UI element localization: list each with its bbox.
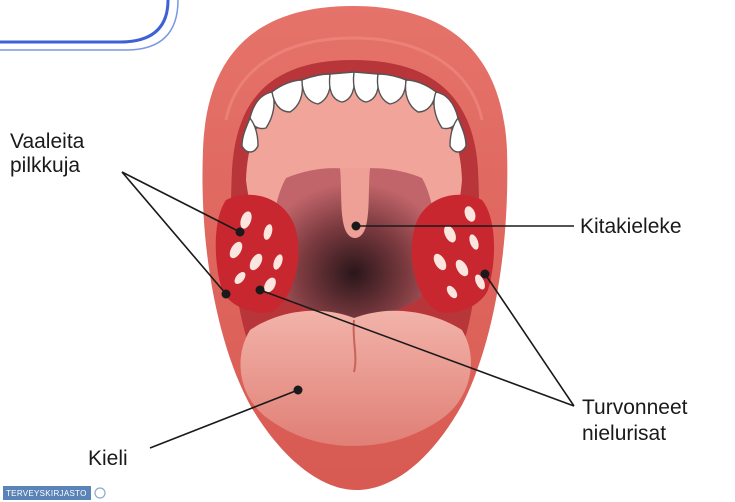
label-tonsils-line1: Turvonneet bbox=[582, 396, 688, 419]
label-spots-line2: pilkkuja bbox=[10, 154, 80, 177]
right-tonsil bbox=[411, 195, 494, 313]
label-tonsils-line2: nielurisat bbox=[582, 422, 666, 445]
logo-text: TERVEYSKIRJASTO bbox=[6, 489, 87, 498]
label-uvula: Kitakieleke bbox=[580, 215, 682, 238]
label-tongue: Kieli bbox=[88, 447, 128, 470]
label-spots-line1: Vaaleita bbox=[10, 130, 85, 153]
terveyskirjasto-logo: TERVEYSKIRJASTO bbox=[3, 486, 105, 500]
logo-mark-icon bbox=[95, 488, 105, 498]
frame-decoration bbox=[0, 0, 178, 50]
